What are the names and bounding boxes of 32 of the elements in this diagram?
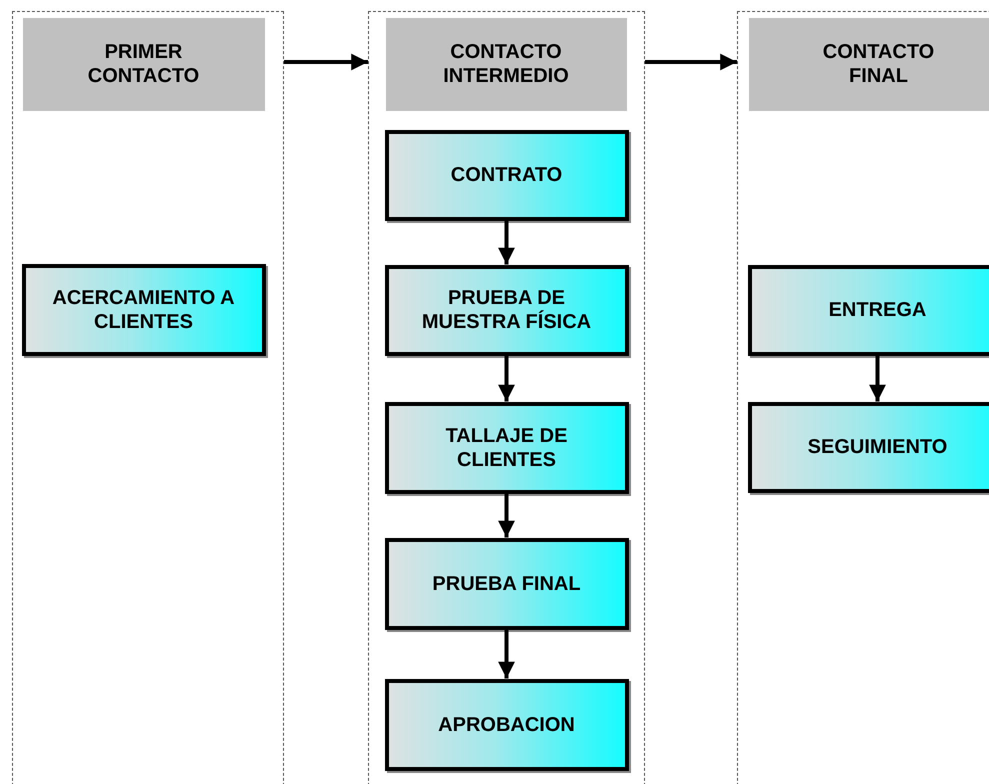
box-label: PRUEBA DE MUESTRA FÍSICA	[420, 286, 592, 334]
process-box	[748, 264, 989, 356]
arrow	[498, 356, 515, 402]
arrow	[498, 220, 515, 264]
process-box	[384, 678, 628, 770]
box-label: ENTREGA	[828, 298, 928, 322]
box-label: APROBACION	[437, 712, 576, 736]
swimlane	[737, 11, 989, 784]
arrow	[498, 630, 515, 678]
lane-header	[748, 18, 989, 110]
lane-header	[386, 18, 626, 110]
box-label: ACERCAMIENTO A CLIENTES	[51, 286, 236, 334]
process-box	[748, 402, 989, 492]
arrow	[284, 54, 368, 70]
box-label: CONTACTO INTERMEDIO	[442, 40, 570, 88]
arrow	[869, 356, 886, 402]
box-label: TALLAJE DE CLIENTES	[444, 424, 568, 472]
box-label: PRUEBA FINAL	[431, 572, 582, 596]
process-box	[384, 264, 628, 356]
arrow	[498, 494, 515, 538]
swimlane	[12, 11, 284, 784]
arrow	[645, 54, 737, 70]
lane-header	[22, 18, 264, 110]
box-label: CONTACTO FINAL	[822, 40, 936, 88]
process-box	[384, 538, 628, 630]
process-box	[384, 130, 628, 220]
process-box	[384, 402, 628, 494]
swimlane	[368, 11, 645, 784]
box-label: PRIMER CONTACTO	[86, 40, 200, 88]
box-label: CONTRATO	[450, 163, 564, 187]
process-box	[22, 264, 266, 356]
box-label: SEGUIMIENTO	[806, 435, 948, 459]
